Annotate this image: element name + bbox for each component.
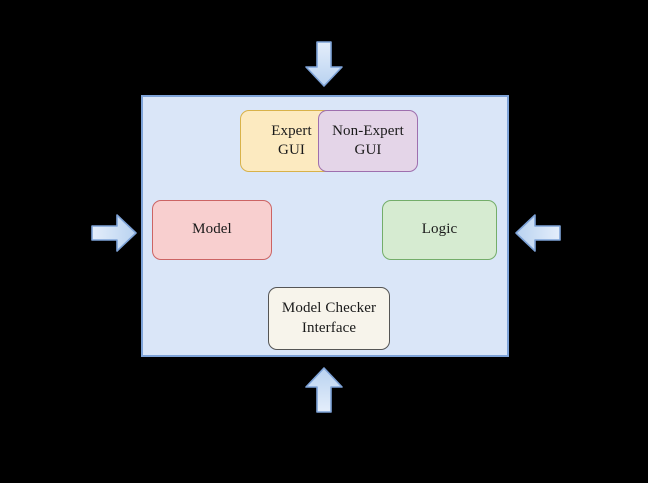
node-non-expert-gui[interactable]: Non-Expert GUI [318,110,418,172]
node-model-checker-interface-label: Model Checker Interface [281,300,377,336]
node-expert-gui-label: Expert GUI [271,122,312,158]
arrow-up-icon [303,366,345,414]
arrow-right-icon [90,212,138,254]
arrow-left-icon [514,212,562,254]
node-logic-label: Logic [421,221,458,238]
node-model-label: Model [192,221,232,238]
node-non-expert-gui-label: Non-Expert GUI [332,122,404,158]
node-model-checker-interface[interactable]: Model Checker Interface [268,287,390,350]
arrow-down-icon [303,40,345,88]
node-model[interactable]: Model [152,200,272,260]
node-logic[interactable]: Logic [382,200,497,260]
